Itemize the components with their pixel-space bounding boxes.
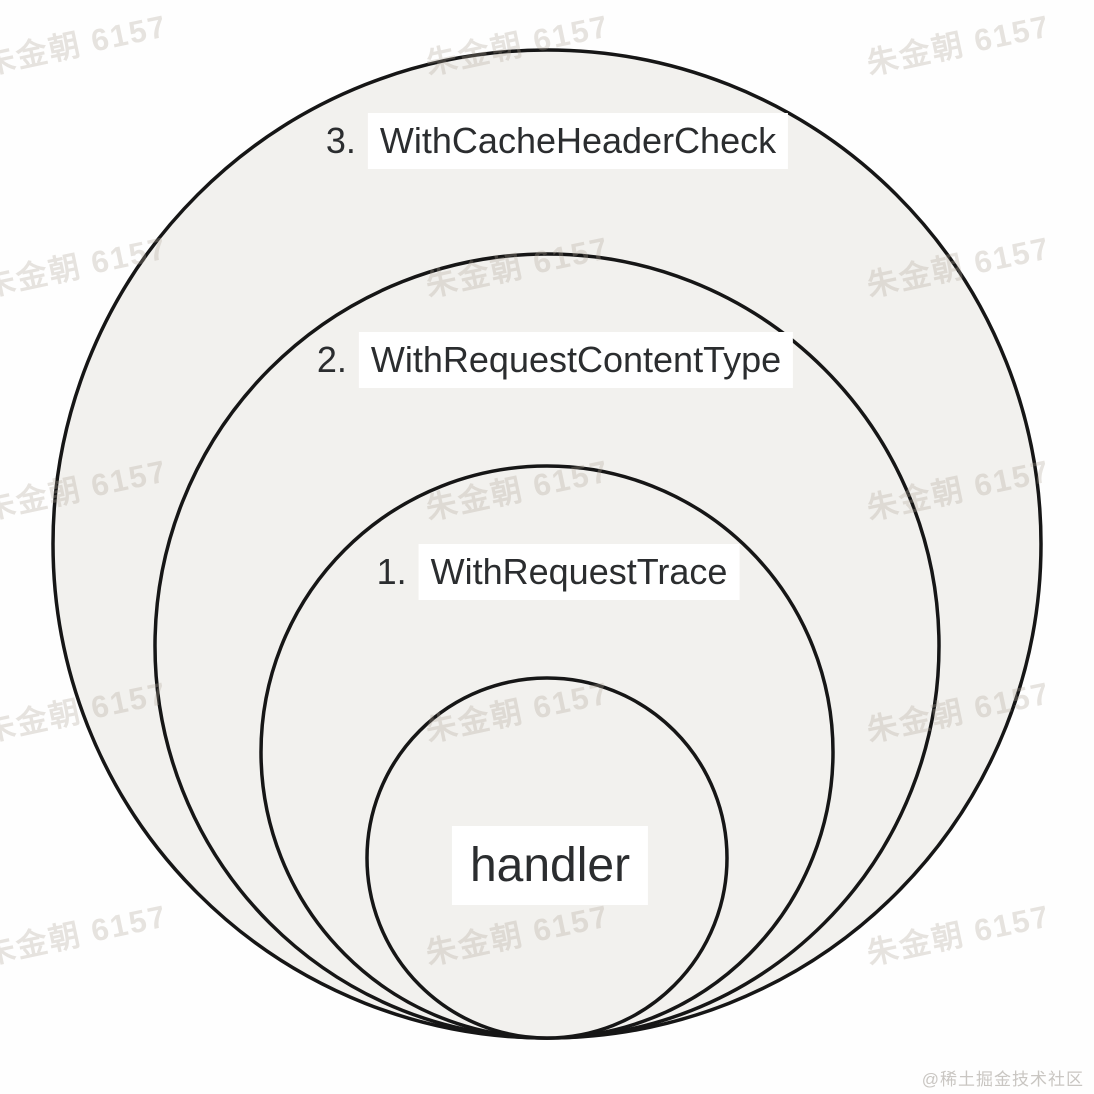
ring-label-1: 1. WithRequestTrace <box>377 544 740 600</box>
ring-label-2: 2. WithRequestContentType <box>316 332 794 388</box>
ring-label-3-prefix: 3. <box>325 120 356 161</box>
ring-label-2-prefix: 2. <box>316 339 347 380</box>
handler-label-name: handler <box>451 826 649 905</box>
ring-label-1-prefix: 1. <box>376 551 407 592</box>
ring-label-3: 3. WithCacheHeaderCheck <box>325 113 789 169</box>
credit-watermark: @稀土掘金技术社区 <box>921 1070 1084 1089</box>
ring-label-1-name: WithRequestTrace <box>418 544 740 600</box>
ring-label-2-name: WithRequestContentType <box>358 332 794 388</box>
handler-label: handler <box>451 826 649 905</box>
ring-label-3-name: WithCacheHeaderCheck <box>367 113 789 169</box>
